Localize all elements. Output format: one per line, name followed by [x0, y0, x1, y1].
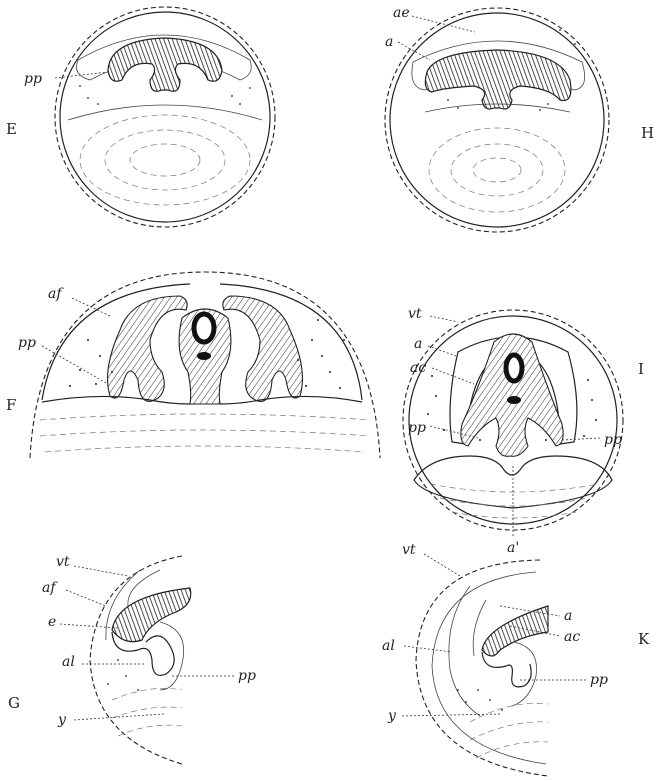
- axial-mass: [461, 334, 563, 456]
- leader-vt: [74, 566, 128, 576]
- label-ae: ae: [393, 5, 410, 21]
- outer-circle: [385, 8, 609, 232]
- outer-arc: [90, 556, 182, 764]
- yolk-ring-1: [429, 128, 565, 212]
- label-af: af: [42, 580, 58, 596]
- yolk-line-3: [476, 742, 548, 758]
- gut-fold: [512, 642, 537, 706]
- outer-arc: [416, 560, 548, 776]
- label-pp: pp: [590, 672, 608, 688]
- leader-ae: [412, 16, 475, 32]
- panel-letter: G: [8, 694, 20, 712]
- neural-plate: [108, 38, 222, 91]
- panel-h: ae a H: [385, 5, 654, 232]
- label-y: y: [387, 708, 397, 724]
- leader-vt: [424, 554, 460, 576]
- label-af: af: [48, 286, 64, 302]
- label-e: e: [48, 614, 56, 630]
- vitelline-arc: [432, 572, 546, 764]
- label-ac: ac: [564, 629, 580, 645]
- label-vt: vt: [56, 554, 70, 570]
- neural-tube: [194, 314, 214, 342]
- yolk-ring-2: [105, 130, 225, 190]
- leader-al: [404, 646, 452, 652]
- label-vt: vt: [402, 542, 416, 558]
- yolk-line-1: [40, 414, 370, 420]
- label-vt: vt: [408, 306, 422, 322]
- label-pp-left: pp: [408, 420, 426, 436]
- label-y: y: [57, 712, 67, 728]
- label-pp-right: pp: [604, 432, 622, 448]
- gut-fold: [160, 622, 184, 690]
- panel-e: pp E: [6, 7, 275, 227]
- yolk-ring-3: [473, 158, 521, 182]
- embryo-plate: [482, 606, 548, 656]
- label-pp: pp: [24, 71, 42, 87]
- panel-letter: F: [6, 396, 16, 414]
- label-a: a: [414, 336, 422, 352]
- yolk-line-2: [470, 722, 548, 740]
- leader-e: [60, 624, 118, 628]
- panel-i: vt a ac pp pp a' I: [403, 306, 644, 556]
- label-pp: pp: [238, 668, 256, 684]
- mesoderm-dots: [457, 689, 503, 711]
- panel-g: vt af e al pp y G: [8, 554, 256, 764]
- notochord: [507, 396, 521, 404]
- panel-letter: I: [638, 360, 644, 378]
- leader-af: [66, 590, 106, 606]
- yolk-line-1: [430, 484, 598, 492]
- leader-vt: [430, 316, 458, 322]
- panel-letter: H: [641, 124, 654, 142]
- notochord: [197, 352, 211, 360]
- label-pp: pp: [18, 335, 36, 351]
- leader-pp-right: [562, 438, 600, 440]
- yolk-line-3: [118, 725, 182, 736]
- leader-y: [402, 714, 500, 716]
- yolk-top: [68, 105, 262, 120]
- label-a: a: [385, 34, 393, 50]
- yolk-line-2: [440, 498, 588, 506]
- yolk-ring-3: [130, 144, 200, 176]
- neural-tube-and-folds-right: [223, 296, 303, 401]
- inner-circle: [390, 13, 604, 227]
- panel-f: af pp F: [6, 272, 380, 458]
- yolk-ring-2: [451, 144, 543, 196]
- panel-letter: E: [6, 120, 17, 138]
- neural-tube-and-folds: [108, 296, 188, 401]
- label-a-prime: a': [507, 540, 519, 556]
- yolk-line-1: [470, 703, 548, 722]
- leader-y: [74, 714, 164, 720]
- yolk-ring-1: [80, 115, 250, 205]
- label-a: a: [564, 608, 572, 624]
- yolk-line-1: [112, 688, 182, 700]
- yolk-line-2: [40, 430, 370, 436]
- label-ac: ac: [410, 360, 426, 376]
- allantois-fold: [482, 652, 531, 687]
- label-al: al: [62, 654, 75, 670]
- panel-k: vt a ac al pp y K: [382, 542, 650, 776]
- label-al: al: [382, 638, 395, 654]
- yolk-line-3: [45, 446, 365, 452]
- panel-letter: K: [638, 630, 650, 648]
- neural-tube: [506, 355, 522, 381]
